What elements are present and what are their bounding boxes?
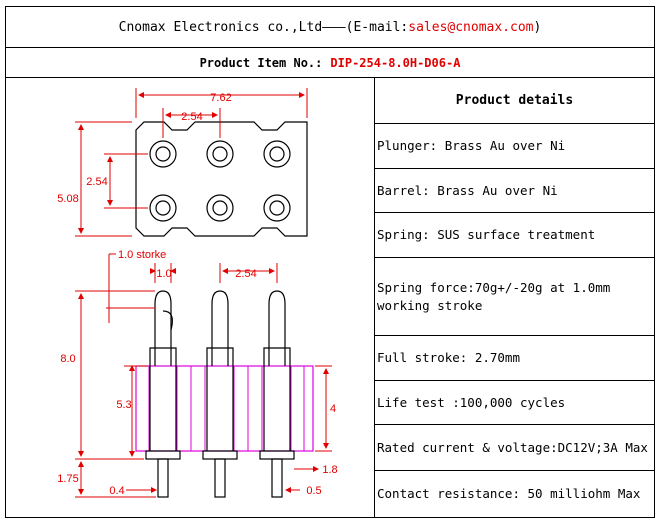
- side-view-dimensions: [75, 253, 332, 498]
- top-view-dimensions: [75, 88, 308, 237]
- hole-inner: [155, 146, 171, 162]
- spec-plunger: Plunger: Brass Au over Ni: [374, 123, 655, 169]
- hole-inner: [212, 146, 228, 162]
- pins: [145, 290, 295, 498]
- product-details-title: Product details: [374, 77, 655, 124]
- total-height-dim: 8.0: [60, 353, 75, 365]
- insulator-dim: 4: [330, 403, 336, 415]
- top-pitch-dim: 2.54: [181, 111, 202, 123]
- hole: [206, 140, 234, 168]
- pin-3: [259, 290, 295, 498]
- insulator-lines: [148, 366, 305, 451]
- hole-inner: [212, 200, 228, 216]
- top-view: 7.62 2.54 2.54 5.08: [57, 88, 308, 237]
- top-view-outline: [135, 121, 308, 237]
- hole: [149, 140, 177, 168]
- hole-inner: [155, 200, 171, 216]
- product-item-number: DIP-254-8.0H-D06-A: [330, 55, 461, 70]
- flange-dim: 1.8: [322, 464, 337, 476]
- company-header: Cnomax Electronics co.,Ltd ———( E-mail: …: [5, 6, 655, 48]
- side-view: 1.0 storke 1.0 2.54 8.0 5.3 4 1.75 0.4 1…: [57, 249, 338, 498]
- pin-1: [145, 290, 181, 498]
- pin-dim: 0.5: [306, 485, 321, 497]
- email-label: E-mail:: [353, 19, 409, 35]
- drawing-svg: 7.62 2.54 2.54 5.08: [57, 88, 338, 498]
- product-item-row: Product Item No.: DIP-254-8.0H-D06-A: [5, 47, 655, 78]
- hole: [263, 140, 291, 168]
- product-item-label: Product Item No.:: [199, 55, 323, 70]
- spec-life-test: Life test :100,000 cycles: [374, 380, 655, 425]
- spec-rated-current: Rated current & voltage:DC12V;3A Max: [374, 424, 655, 471]
- top-view-holes: [149, 140, 291, 222]
- spec-full-stroke: Full stroke: 2.70mm: [374, 335, 655, 381]
- body-height-dim: 5.3: [116, 399, 131, 411]
- header-dash: ———(: [322, 19, 354, 35]
- hole: [263, 194, 291, 222]
- spec-contact-resistance: Contact resistance: 50 milliohm Max: [374, 470, 655, 518]
- header-close: ): [533, 19, 542, 35]
- tail-width-dim: 0.4: [109, 485, 124, 497]
- tail-height-dim: 1.75: [57, 473, 78, 485]
- hole-inner: [269, 200, 285, 216]
- hole: [206, 194, 234, 222]
- technical-drawing: 7.62 2.54 2.54 5.08: [5, 77, 375, 518]
- side-pitch-dim: 2.54: [235, 268, 256, 280]
- spec-barrel: Barrel: Brass Au over Ni: [374, 168, 655, 213]
- spec-spring-force: Spring force:70g+/-20g at 1.0mm working …: [374, 257, 655, 336]
- top-height-dim: 5.08: [57, 193, 78, 205]
- company-name: Cnomax Electronics co.,Ltd: [118, 19, 323, 35]
- top-width-dim: 7.62: [210, 92, 231, 104]
- hole-inner: [269, 146, 285, 162]
- product-details-panel: Product details Plunger: Brass Au over N…: [374, 77, 655, 518]
- insulator-body: [135, 365, 314, 452]
- pin-2: [202, 290, 238, 498]
- top-row-pitch-dim: 2.54: [86, 176, 107, 188]
- tip-dim: 1.0: [156, 268, 171, 280]
- email-link[interactable]: sales@cnomax.com: [408, 19, 534, 35]
- stroke-label: 1.0 storke: [118, 249, 166, 261]
- hole: [149, 194, 177, 222]
- spec-spring: Spring: SUS surface treatment: [374, 212, 655, 258]
